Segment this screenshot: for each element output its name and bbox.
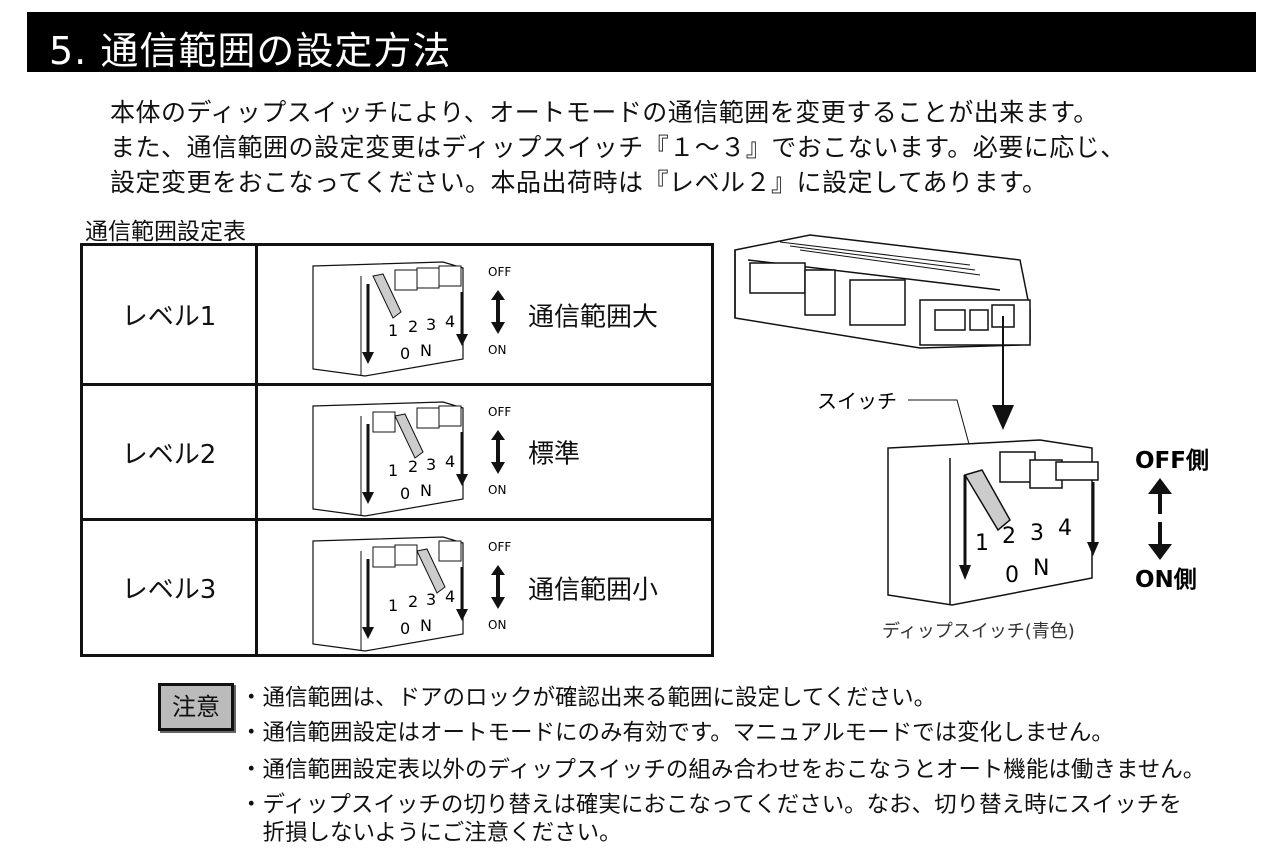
range-label: 通信範囲大 [528, 302, 659, 332]
dip-body [312, 261, 464, 377]
dip-switch-large [887, 439, 1099, 606]
dip-on-o: 0 [1005, 563, 1019, 588]
dip-number-4: 4 [445, 312, 455, 331]
note-item: ・通信範囲設定はオートモードにのみ有効です。マニュアルモードでは変化しません。 [240, 720, 1114, 746]
dip-lever-off [416, 267, 440, 289]
dip-lever-off [394, 544, 418, 566]
range-label: 通信範囲小 [528, 575, 659, 605]
dip-number-4: 4 [1058, 516, 1072, 541]
arrow-up-icon [491, 290, 505, 300]
dip-number-3: 3 [1030, 521, 1044, 546]
level-label: レベル3 [83, 521, 258, 654]
arrow-down-icon [491, 462, 505, 474]
arrow-down-icon [491, 597, 505, 609]
switch-label: スイッチ [817, 389, 897, 413]
note-item: ・通信範囲設定表以外のディップスイッチの組み合わせをおこなうとオート機能は働きま… [240, 757, 1206, 783]
dip-on-n: N [1033, 556, 1049, 581]
dip-number-2: 2 [408, 592, 418, 611]
dip-number-3: 3 [426, 455, 436, 474]
level-label: レベル1 [83, 246, 258, 383]
dip-body [312, 401, 464, 517]
table-label: 通信範囲設定表 [85, 219, 246, 245]
intro-line-3: 設定変更をおこなってください。本品出荷時は『レベル２』に設定してあります。 [110, 168, 1048, 197]
note-item: 折損しないようにご注意ください。 [240, 820, 622, 846]
device-unit-illustration [734, 234, 1031, 349]
dip-lever-on [416, 548, 446, 594]
intro-line-2: また、通信範囲の設定変更はディップスイッチ『１～３』でおこないます。必要に応じ、 [110, 133, 1126, 162]
off-on-arrow-icon [1148, 478, 1172, 560]
dip-number-1: 1 [388, 461, 398, 480]
arrow-head [456, 609, 468, 621]
dip-on-o: 0 [400, 484, 410, 503]
caution-badge: 注意 [158, 683, 234, 731]
dip-number-1: 1 [388, 596, 398, 615]
dip-on-o: 0 [400, 619, 410, 638]
dip-lever-off [394, 269, 418, 291]
dip-number-1: 1 [388, 321, 398, 340]
arrow-down-icon [491, 322, 505, 334]
dip-lever-off [438, 265, 462, 287]
dip-number-2: 2 [408, 457, 418, 476]
arrow-head [362, 627, 374, 639]
off-label: OFF [488, 405, 511, 419]
dip-lever-on [372, 273, 402, 319]
arrow-head [456, 334, 468, 346]
dip-number-3: 3 [426, 315, 436, 334]
dip-lever-off [372, 546, 396, 568]
on-label: ON [488, 483, 506, 497]
dip-on-o: 0 [400, 344, 410, 363]
note-item: ・ディップスイッチの切り替えは確実におこなってください。なお、切り替え時にスイッ… [240, 792, 1182, 818]
off-side-label: OFF側 [1135, 448, 1209, 474]
dip-number-2: 2 [1002, 524, 1016, 549]
dip-number-4: 4 [445, 452, 455, 471]
arrow-up-icon [491, 430, 505, 440]
on-label: ON [488, 343, 506, 357]
figure-caption: ディップスイッチ(青色) [882, 621, 1075, 642]
dip-lever-off [438, 405, 462, 427]
range-label: 標準 [528, 439, 581, 470]
off-label: OFF [488, 540, 511, 554]
device-figure: スイッチ 1 2 3 4 0 N OFF側 ON側 ディップスイッチ(青色) [734, 234, 1209, 642]
section-title-bar: 5. 通信範囲の設定方法 [27, 12, 1256, 73]
dip-lever-off [416, 407, 440, 429]
on-side-label: ON側 [1135, 567, 1197, 593]
dip-lever-off [372, 411, 396, 433]
note-item: ・通信範囲は、ドアのロックが確認出来る範囲に設定してください。 [240, 685, 937, 711]
arrow-head [362, 352, 374, 364]
dip-number-4: 4 [445, 587, 455, 606]
arrow-head [362, 492, 374, 504]
dip-number-3: 3 [426, 590, 436, 609]
dip-number-2: 2 [408, 317, 418, 336]
dip-lever-off [438, 540, 462, 562]
dip-on-n: N [420, 616, 432, 635]
intro-line-1: 本体のディップスイッチにより、オートモードの通信範囲を変更することが出来ます。 [110, 98, 1099, 127]
off-label: OFF [488, 265, 511, 279]
dip-on-n: N [420, 341, 432, 360]
dip-lever-on [394, 413, 424, 459]
section-title: 5. 通信範囲の設定方法 [49, 29, 452, 73]
arrow-head [456, 474, 468, 486]
dip-number-1: 1 [975, 531, 989, 556]
dip-on-n: N [420, 481, 432, 500]
level-label: レベル2 [83, 386, 258, 518]
arrow-up-icon [491, 565, 505, 575]
on-label: ON [488, 618, 506, 632]
